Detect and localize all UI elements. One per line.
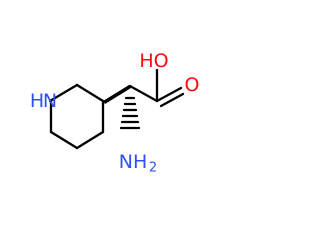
- amino-group-label: NH: [119, 151, 148, 173]
- piperidine-ring: [48, 83, 105, 150]
- bond-n-c2: [48, 83, 79, 103]
- hashed-bond-alpha-amino: [119, 96, 141, 130]
- ring-nitrogen-hydrogen-label: H: [30, 90, 44, 112]
- side-chain: [128, 68, 185, 108]
- bond-c2-c3: [75, 83, 105, 103]
- hydroxyl-label: HO: [139, 50, 168, 72]
- carbonyl-bond-2: [159, 92, 185, 108]
- wedge-bond-ring-to-alpha-carbon: [103, 85, 131, 104]
- structure-canvas: H N HO O NH 2: [29, 50, 200, 176]
- ring-nitrogen-label: N: [43, 90, 57, 112]
- bond-c4-c5: [75, 130, 105, 150]
- bond-c5-c6: [49, 130, 79, 150]
- carbonyl-oxygen-label: O: [185, 74, 200, 96]
- bond-alpha-carboxyl: [128, 84, 159, 103]
- amino-subscript-label: 2: [149, 161, 157, 176]
- molecule-diagram: H N HO O NH 2: [30, 50, 200, 176]
- carbonyl-bond-1: [155, 86, 183, 103]
